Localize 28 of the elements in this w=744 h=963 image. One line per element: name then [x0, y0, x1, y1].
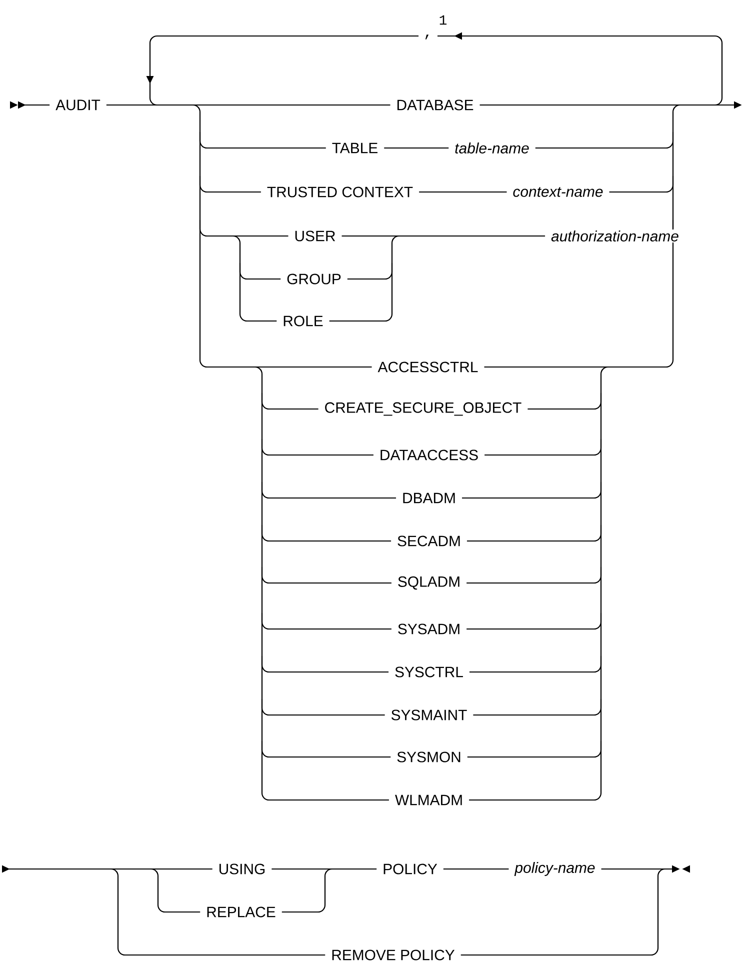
comma-separator: , [418, 34, 438, 40]
syntax-keyword: TABLE [326, 142, 384, 154]
syntax-keyword: ROLE [276, 314, 330, 328]
syntax-variable: context-name [506, 186, 610, 198]
syntax-keyword: GROUP [280, 272, 348, 286]
footnote-number: 1 [438, 14, 448, 26]
syntax-keyword: SQLADM [391, 575, 467, 591]
syntax-keyword: WLMADM [388, 794, 470, 806]
syntax-keyword: DATAACCESS [373, 448, 485, 462]
syntax-keyword: SYSADM [391, 622, 467, 636]
syntax-keyword: POLICY [376, 862, 444, 876]
syntax-keyword: REPLACE [200, 906, 282, 918]
syntax-keyword: USING [212, 862, 272, 876]
syntax-keyword: DATABASE [390, 98, 480, 112]
syntax-variable: authorization-name [545, 230, 685, 242]
syntax-keyword: CREATE_SECURE_OBJECT [318, 401, 528, 417]
syntax-keyword: ACCESSCTRL [372, 360, 484, 374]
syntax-keyword: AUDIT [50, 98, 106, 112]
syntax-keyword: USER [288, 230, 342, 242]
syntax-keyword: REMOVE POLICY [325, 948, 461, 962]
syntax-keyword: DBADM [396, 492, 462, 504]
syntax-keyword: SYSMAINT [384, 708, 474, 722]
syntax-keyword: SYSMON [390, 750, 468, 764]
syntax-keyword: SECADM [391, 534, 467, 548]
syntax-keyword: SYSCTRL [388, 666, 470, 678]
syntax-variable: policy-name [508, 861, 602, 877]
syntax-variable: table-name [448, 142, 536, 154]
syntax-keyword: TRUSTED CONTEXT [260, 186, 420, 198]
